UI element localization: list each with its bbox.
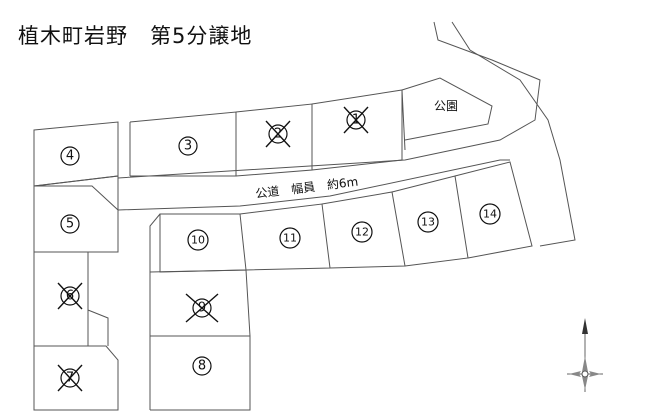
lot-6-ring [60, 286, 80, 306]
lot-9-ring [192, 298, 212, 318]
lot-marker-1[interactable]: 1 [343, 106, 369, 134]
lot-10-ring [187, 229, 209, 251]
lot-8-ring [192, 356, 212, 376]
north-arrow-compass-icon [567, 318, 603, 392]
lot-marker-14[interactable]: 14 [479, 203, 501, 225]
lot-1-ring [346, 110, 366, 130]
site-boundary [33, 21, 576, 411]
lot-marker-4[interactable]: 4 [60, 146, 80, 166]
lot-marker-13[interactable]: 13 [417, 211, 439, 233]
lot-14-number: 14 [483, 208, 497, 221]
lot-marker-8[interactable]: 8 [192, 356, 212, 376]
lot-marker-6[interactable]: 6 [57, 282, 83, 310]
lot-5-ring [60, 214, 80, 234]
lot-3-ring [178, 136, 198, 156]
lot-4-ring [60, 146, 80, 166]
lot-3-number: 3 [184, 139, 192, 154]
lot-marker-9[interactable]: 9 [185, 293, 219, 323]
lot-11-ring [279, 227, 301, 249]
lot-14-ring [479, 203, 501, 225]
lot-4-number: 4 [66, 149, 74, 164]
lot-13-ring [417, 211, 439, 233]
lot-1-sold-cross-icon [343, 106, 369, 134]
road-label: 公道 幅員 約6m [255, 173, 359, 200]
lot-marker-5[interactable]: 5 [60, 214, 80, 234]
lot-7-ring [60, 368, 80, 388]
lot-12-number: 12 [355, 226, 369, 239]
lot-marker-12[interactable]: 12 [351, 221, 373, 243]
lot-marker-3[interactable]: 3 [178, 136, 198, 156]
lot-8-number: 8 [198, 359, 206, 374]
lot-7-sold-cross-icon [57, 364, 83, 392]
lot-13-number: 13 [421, 216, 435, 229]
lot-12-ring [351, 221, 373, 243]
lot-marker-10[interactable]: 10 [187, 229, 209, 251]
lot-6-sold-cross-icon [57, 282, 83, 310]
park-label: 公園 [434, 99, 458, 113]
map-title: 植木町岩野 第5分譲地 [18, 24, 253, 48]
lot-10-number: 10 [191, 234, 205, 247]
lot-marker-2[interactable]: 2 [265, 120, 291, 148]
lot-2-ring [268, 124, 288, 144]
lot-11-number: 11 [283, 232, 297, 245]
lot-marker-11[interactable]: 11 [279, 227, 301, 249]
lot-marker-7[interactable]: 7 [57, 364, 83, 392]
lot-9-sold-cross-icon [185, 293, 219, 323]
lot-5-number: 5 [66, 217, 74, 232]
lot-2-sold-cross-icon [265, 120, 291, 148]
